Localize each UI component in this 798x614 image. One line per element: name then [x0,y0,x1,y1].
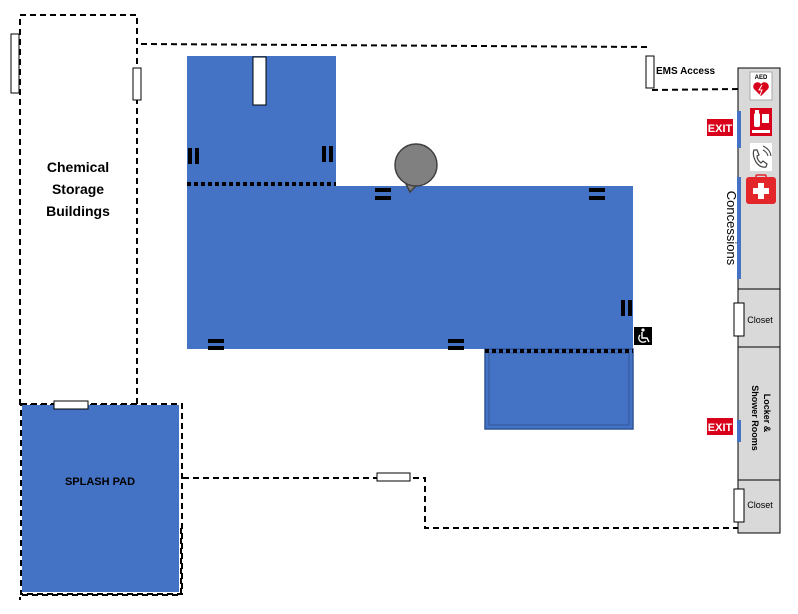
ems-access-label: EMS Access [656,66,716,77]
locker-label-2: Shower Rooms [750,385,760,451]
locker-label-1: Locker & [762,394,772,433]
main-pool [187,56,634,430]
diving-board [252,56,267,106]
svg-text:EXIT: EXIT [708,123,733,135]
chemical-storage-outline [19,14,138,406]
building [737,67,781,534]
chemical-storage-label-1: Chemical [47,159,109,175]
closet-lower-label: Closet [747,500,773,510]
first-aid-icon [746,174,776,204]
svg-text:EXIT: EXIT [708,422,733,434]
exit-sign-lower: EXIT [707,418,733,435]
concession-window-1 [737,111,741,148]
emergency-phone-icon [750,143,772,171]
outer-fence [19,43,739,600]
exit-sign-upper: EXIT [707,119,733,136]
lifeguard-stand-icon [394,143,438,194]
splash-pad-label: SPLASH PAD [65,476,135,488]
chemical-storage-label-3: Buildings [46,203,110,219]
aed-icon: AED [749,71,773,101]
closet-lower [733,488,745,523]
locker-window [737,420,741,442]
splash-pad-gate [53,400,89,410]
pool-ladders [188,146,632,350]
south-gate [376,472,411,482]
splash-pad-outline [20,403,183,595]
concession-window-2 [737,177,741,279]
closet-upper-label: Closet [747,315,773,325]
closet-upper [733,302,745,337]
chemical-storage-label-2: Storage [52,181,104,197]
svg-text:AED: AED [755,75,768,81]
wheelchair-accessible-icon [634,327,652,345]
concessions-label: Concessions [724,191,739,266]
splash-pad [22,405,179,592]
ems-gate [645,55,655,89]
gate-left [10,33,20,94]
fire-extinguisher-icon [750,108,772,136]
gate-right [132,67,142,101]
